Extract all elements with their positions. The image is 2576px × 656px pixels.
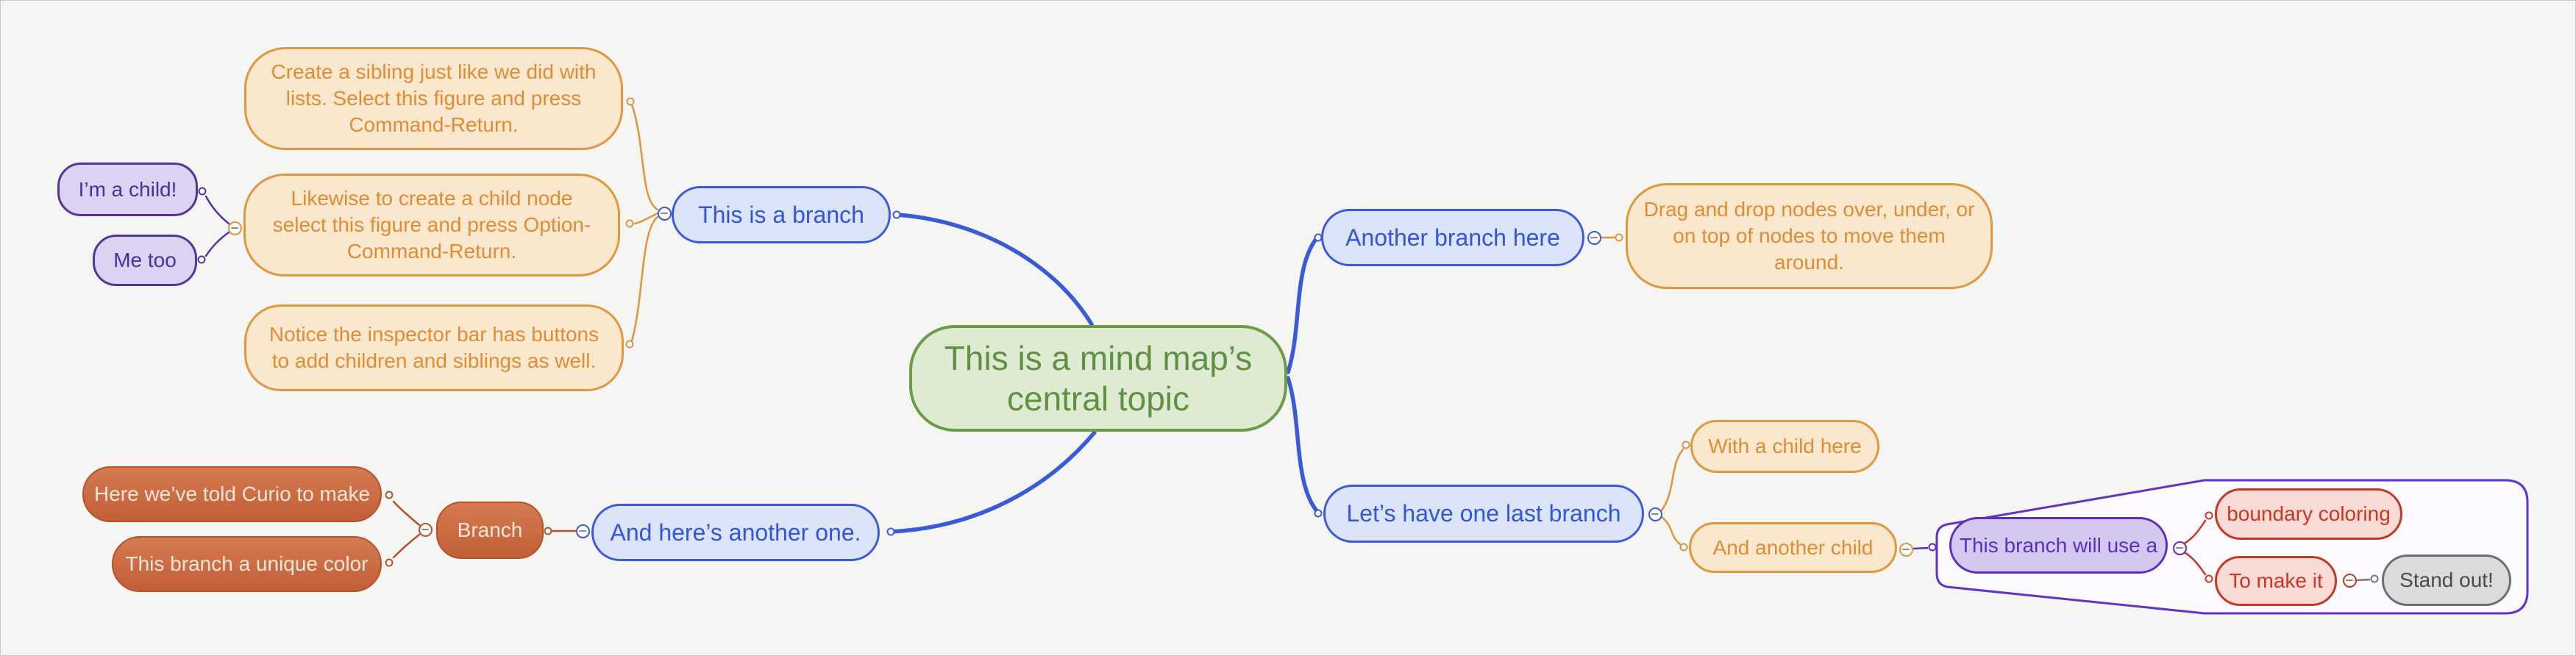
dot-tip-inspector	[625, 340, 634, 349]
node-tip-sibling[interactable]: Create a sibling just like we did with l…	[244, 47, 623, 150]
dot-with-child	[1682, 441, 1690, 449]
dot-to-make-it	[2205, 574, 2213, 583]
dot-another-child	[1679, 543, 1688, 552]
node-tip-inspector[interactable]: Notice the inspector bar has buttons to …	[244, 304, 624, 391]
node-with-child[interactable]: With a child here	[1690, 420, 1879, 473]
connector-with-child	[1660, 448, 1684, 512]
node-branch-another-one[interactable]: And here’s another one.	[591, 504, 880, 561]
connector-root-branch-this	[894, 213, 1094, 327]
dot-me-too	[197, 255, 206, 264]
dot-tip-sibling	[626, 97, 635, 106]
collapse-button-another-child[interactable]	[1899, 542, 1913, 557]
connector-another-child	[1660, 516, 1682, 546]
connector-tip-inspector	[630, 215, 659, 343]
orange-connectors	[630, 103, 1684, 546]
node-central-topic[interactable]: This is a mind map’s central topic	[909, 325, 1287, 432]
node-im-a-child[interactable]: I’m a child!	[57, 163, 198, 216]
collapse-button-branch-small[interactable]	[418, 522, 433, 537]
dot-tip-child	[625, 219, 634, 228]
connector-curio-make	[392, 500, 421, 527]
connector-unique-color	[392, 533, 421, 559]
node-branch-this[interactable]: This is a branch	[672, 186, 891, 243]
collapse-button-tip-child[interactable]	[227, 221, 242, 235]
node-tip-dragdrop[interactable]: Drag and drop nodes over, under, or on t…	[1626, 183, 1993, 289]
node-me-too[interactable]: Me too	[93, 235, 197, 286]
node-branch-will-use[interactable]: This branch will use a	[1949, 517, 2168, 574]
collapse-button-branch-last[interactable]	[1648, 507, 1662, 521]
collapse-button-to-make-it[interactable]	[2342, 573, 2357, 588]
connector-im-a-child	[204, 195, 230, 225]
connector-me-too	[204, 231, 230, 257]
purple-connectors	[204, 195, 230, 257]
dot-unique-color	[385, 558, 394, 567]
minus-icon	[2346, 579, 2353, 582]
node-to-make-it[interactable]: To make it	[2215, 556, 2337, 606]
collapse-button-branch-this[interactable]	[657, 206, 672, 221]
connector-tip-child	[633, 212, 659, 225]
collapse-button-branch-another-one[interactable]	[575, 524, 590, 538]
node-tip-child[interactable]: Likewise to create a child node select t…	[243, 174, 620, 277]
dot-branch-small	[544, 527, 552, 535]
dot-boundary-coloring	[2205, 511, 2213, 520]
dot-branch-another-one	[886, 527, 895, 536]
connector-root-branch-another-one	[889, 430, 1097, 534]
dot-branch-last	[1314, 509, 1323, 518]
dot-im-a-child	[198, 187, 207, 196]
node-another-child[interactable]: And another child	[1689, 522, 1897, 573]
collapse-button-branch-another[interactable]	[1587, 230, 1601, 245]
dot-branch-will-use	[1928, 543, 1937, 552]
node-branch-last[interactable]: Let’s have one last branch	[1323, 485, 1644, 543]
connector-branch-will-use	[1913, 546, 1929, 550]
node-boundary-coloring[interactable]: boundary coloring	[2215, 488, 2402, 540]
minus-icon	[1590, 236, 1598, 239]
connector-root-branch-last	[1286, 376, 1320, 514]
minus-icon	[421, 528, 429, 531]
minus-icon	[1651, 513, 1659, 516]
node-stand-out[interactable]: Stand out!	[2382, 555, 2511, 606]
connector-tip-sibling	[630, 103, 659, 211]
connector-boundary-coloring	[2184, 519, 2207, 544]
dot-curio-make	[385, 491, 394, 499]
dot-tip-dragdrop	[1615, 233, 1623, 242]
dot-branch-this	[892, 210, 901, 219]
minus-icon	[579, 530, 586, 532]
node-unique-color[interactable]: This branch a unique color	[112, 536, 382, 592]
terracotta-connectors	[392, 500, 577, 559]
connector-root-branch-another	[1286, 236, 1319, 374]
minus-icon	[661, 212, 668, 215]
node-curio-make[interactable]: Here we’ve told Curio to make	[82, 466, 382, 522]
connection-dots	[197, 97, 2379, 583]
root-connectors	[889, 213, 1320, 534]
node-branch-another[interactable]: Another branch here	[1321, 209, 1584, 266]
minus-icon	[1902, 548, 1910, 551]
collapse-button-branch-will-use[interactable]	[2172, 541, 2187, 555]
dot-stand-out	[2370, 574, 2379, 583]
minus-icon	[2176, 546, 2183, 549]
connector-to-make-it	[2184, 552, 2207, 576]
minus-icon	[231, 227, 238, 229]
node-branch-small[interactable]: Branch	[436, 502, 544, 559]
red-connectors	[2184, 519, 2207, 576]
